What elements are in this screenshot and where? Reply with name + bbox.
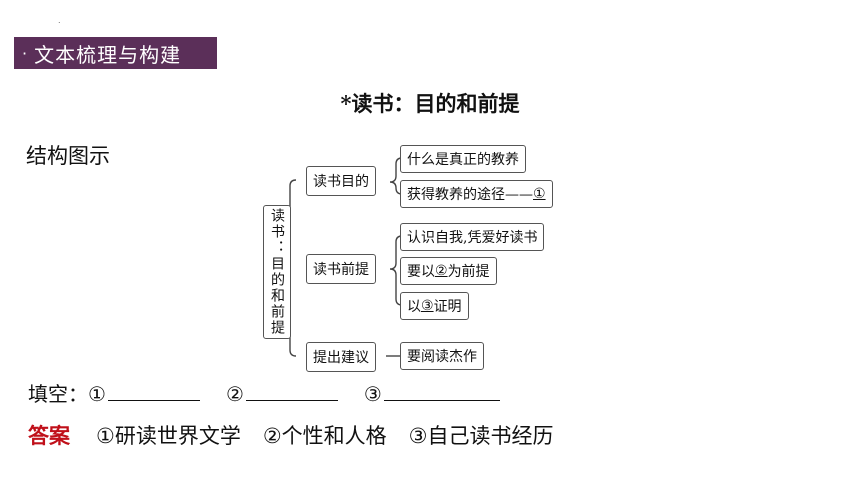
leaf-text-d: 证明 [433, 299, 462, 315]
answer-item-1: ①研读世界文学 [96, 424, 241, 448]
leaf-path-to-education: 获得教养的途径—— ① [400, 180, 553, 208]
leaf-text-b: 为前提 [447, 264, 490, 280]
diagram-label: 结构图示 [26, 144, 110, 168]
root-node: 读书：目的和前提 [263, 205, 291, 339]
answer-row: 答案 ①研读世界文学 ②个性和人格 ③自己读书经历 [28, 420, 575, 450]
fill-in-item-1: ① [88, 382, 200, 406]
decorative-dot: . [58, 16, 61, 25]
node-suggestion: 提出建议 [306, 342, 376, 372]
fill-in-blank-2[interactable] [245, 382, 338, 401]
purpose-brace [389, 157, 403, 195]
fill-in-label: 填空： [28, 382, 88, 406]
fill-in-row: 填空： ① ② ③ [28, 378, 526, 407]
section-header: · 文本梳理与构建 [14, 37, 217, 69]
leaf-text-a: 要以 [407, 264, 435, 280]
blank-marker-2: ② [435, 263, 448, 279]
fill-in-blank-1[interactable] [107, 382, 200, 401]
section-bullet: · [22, 43, 29, 63]
fill-in-item-3: ③ [364, 382, 500, 406]
leaf-path-text: 获得教养的途径—— [407, 187, 533, 203]
answer-item-3: ③自己读书经历 [408, 424, 554, 448]
fill-in-num-1: ① [88, 382, 106, 406]
leaf-know-self: 认识自我,凭爱好读书 [400, 223, 545, 251]
leaf-prove-experience: 以 ③ 证明 [400, 292, 469, 320]
node-reading-purpose: 读书目的 [306, 166, 376, 196]
fill-in-blank-3[interactable] [383, 382, 500, 401]
answer-label: 答案 [28, 424, 70, 448]
blank-marker-3: ③ [421, 298, 434, 314]
leaf-read-masterpieces: 要阅读杰作 [400, 342, 484, 370]
fill-in-num-2: ② [225, 382, 244, 406]
page-title: *读书：目的和前提 [340, 91, 520, 116]
fill-in-num-3: ③ [363, 382, 382, 406]
blank-marker-1: ① [533, 186, 546, 202]
premise-brace [389, 235, 403, 306]
section-title: 文本梳理与构建 [34, 42, 182, 67]
leaf-premise-personality: 要以 ② 为前提 [400, 257, 497, 285]
leaf-true-education: 什么是真正的教养 [400, 145, 526, 173]
node-reading-premise: 读书前提 [306, 254, 376, 284]
leaf-text-c: 以 [407, 299, 421, 315]
fill-in-item-2: ② [226, 382, 338, 406]
answer-item-2: ②个性和人格 [262, 424, 387, 448]
